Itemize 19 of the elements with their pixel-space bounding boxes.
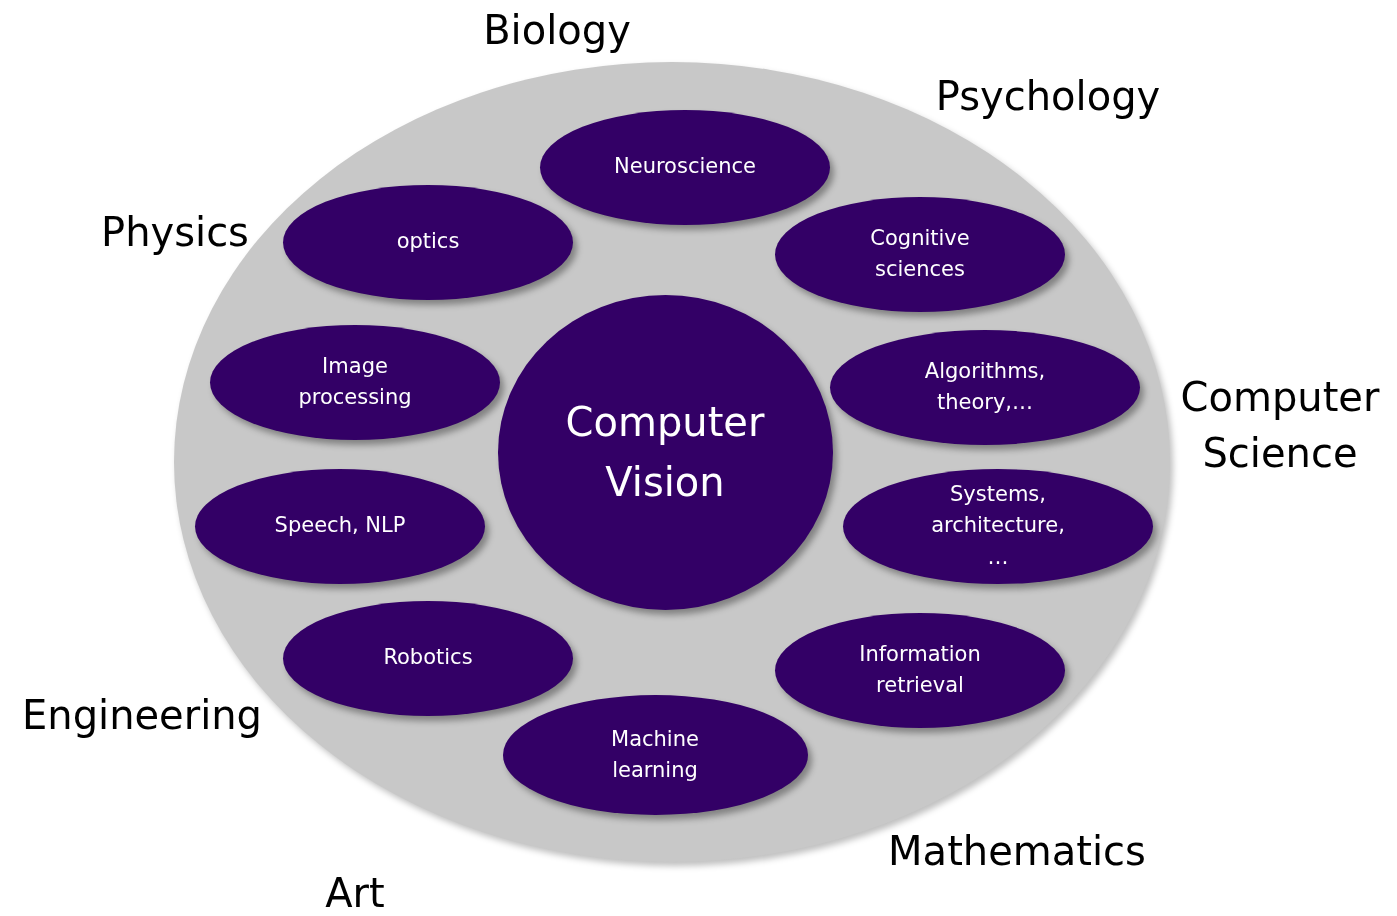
field-label: Mathematics [887, 827, 1147, 876]
topic-ellipse [502, 695, 808, 815]
topic-label: Systems, architecture, … [930, 480, 1066, 571]
topic-label: Cognitive sciences [869, 224, 971, 283]
field-label: Art [324, 869, 386, 916]
field-label: Biology [482, 6, 632, 55]
topic-label: Robotics [383, 644, 473, 672]
field-label: Physics [100, 208, 250, 257]
topic-label: Algorithms, theory,… [923, 357, 1047, 416]
field-label: Engineering [21, 691, 263, 740]
topic-label: Computer Vision [564, 398, 766, 507]
topic-label: optics [396, 228, 460, 256]
field-label: Computer Science [1179, 373, 1381, 478]
topic-label: Machine learning [610, 725, 700, 784]
topic-label: Image processing [297, 352, 413, 411]
topic-label: Speech, NLP [274, 512, 406, 540]
topic-label: Neuroscience [614, 153, 756, 181]
topic-label: Information retrieval [858, 640, 982, 699]
field-label: Psychology [934, 72, 1162, 121]
